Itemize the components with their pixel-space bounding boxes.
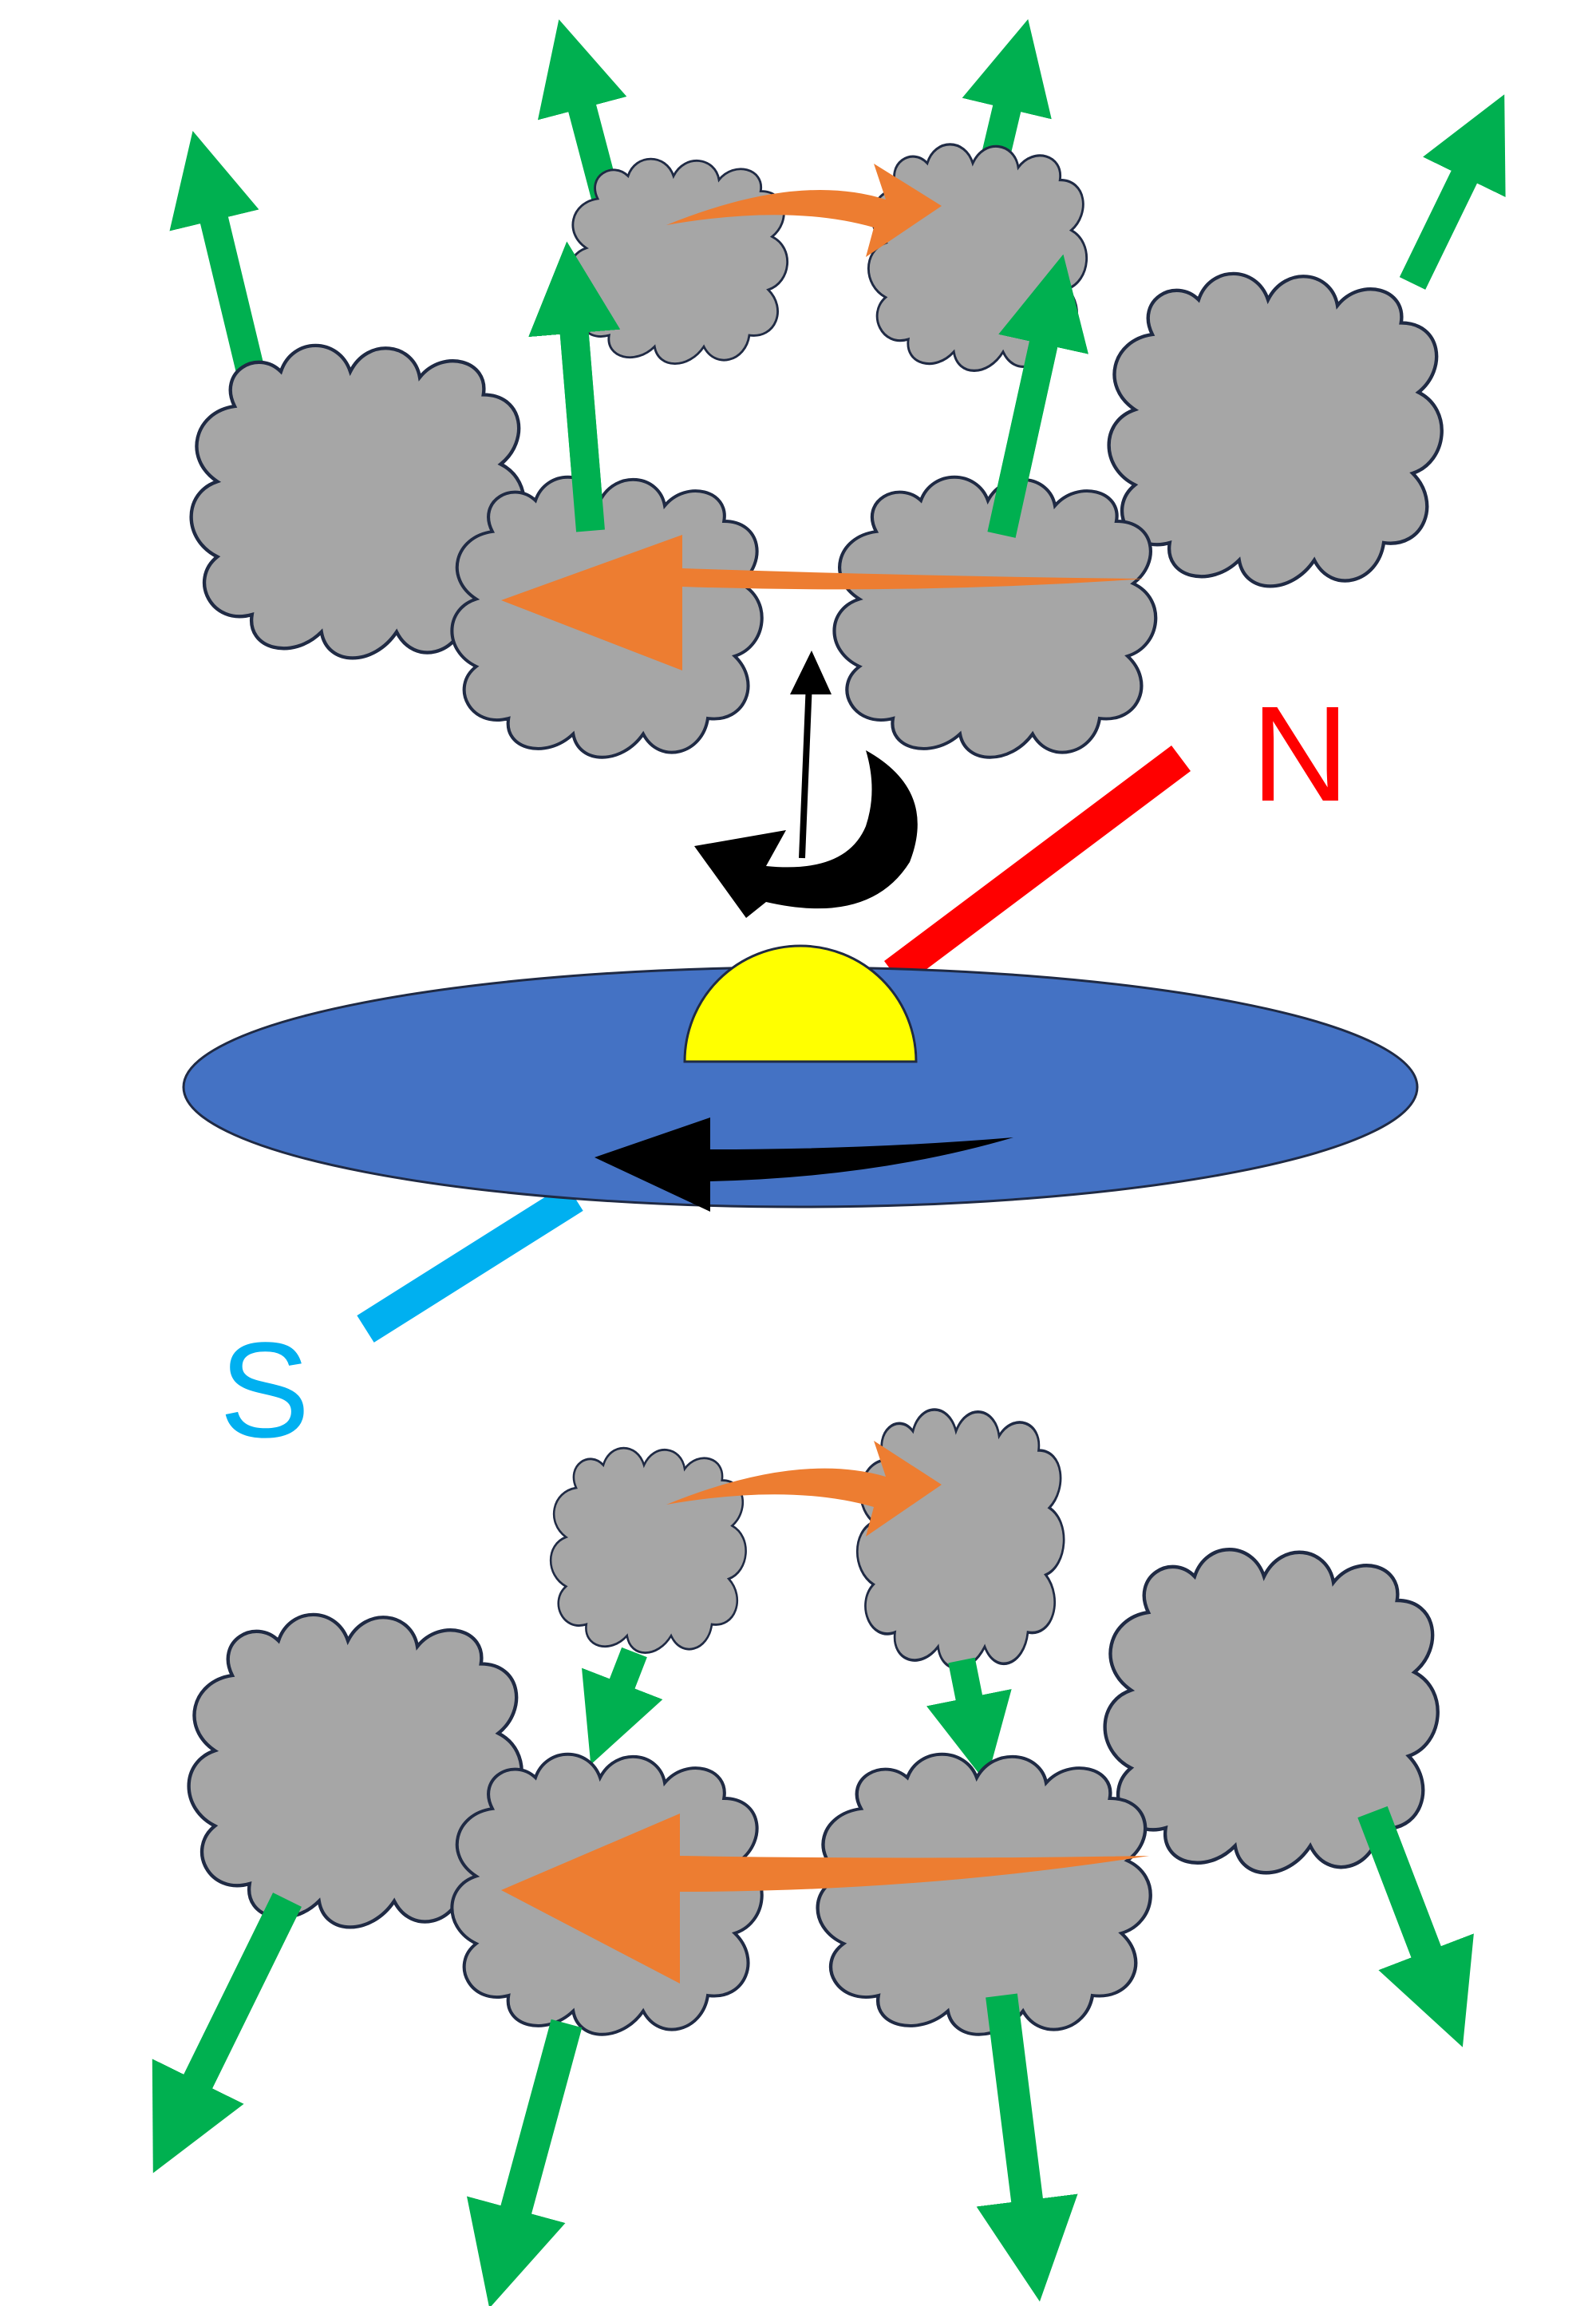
spin-axis-indicator	[694, 651, 918, 918]
cloud-icon	[549, 1446, 748, 1655]
rotation-arrow-front	[501, 1814, 1149, 1984]
spin-axis	[799, 662, 813, 859]
spin-axis-head	[790, 651, 832, 694]
outflow-arrow	[466, 2019, 583, 2306]
star-system	[182, 746, 1419, 1343]
north-jet	[884, 746, 1191, 987]
outflow-arrow	[1357, 1806, 1474, 2047]
disk-rotation-arrow	[595, 1117, 1013, 1212]
rotation-arrow-back	[666, 164, 942, 257]
outflow-arrow	[169, 130, 270, 395]
spin-arrow	[694, 750, 918, 918]
rotation-arrow-back	[666, 1441, 942, 1537]
cloud-icon	[1109, 274, 1442, 587]
upper-cloud-ring	[169, 18, 1506, 757]
lower-cloud-ring	[152, 1408, 1474, 2306]
star-icon	[683, 944, 918, 1063]
outflow-arrow	[976, 1993, 1078, 2302]
cloud-icon	[567, 157, 789, 366]
cloud-icon	[855, 1408, 1065, 1670]
outflow-arrow	[582, 1647, 663, 1765]
outflow-arrow	[1399, 94, 1506, 290]
north-label: N	[1251, 678, 1349, 830]
outflow-arrow	[152, 1893, 302, 2173]
outflow-arrow	[926, 1657, 1012, 1783]
outflow-arrow	[987, 254, 1088, 538]
outflow-arrow	[528, 241, 621, 532]
south-jet	[357, 1184, 583, 1343]
rotation-arrow-front	[501, 535, 1145, 670]
cloud-icon	[818, 1754, 1151, 2035]
south-label: S	[219, 1315, 310, 1466]
